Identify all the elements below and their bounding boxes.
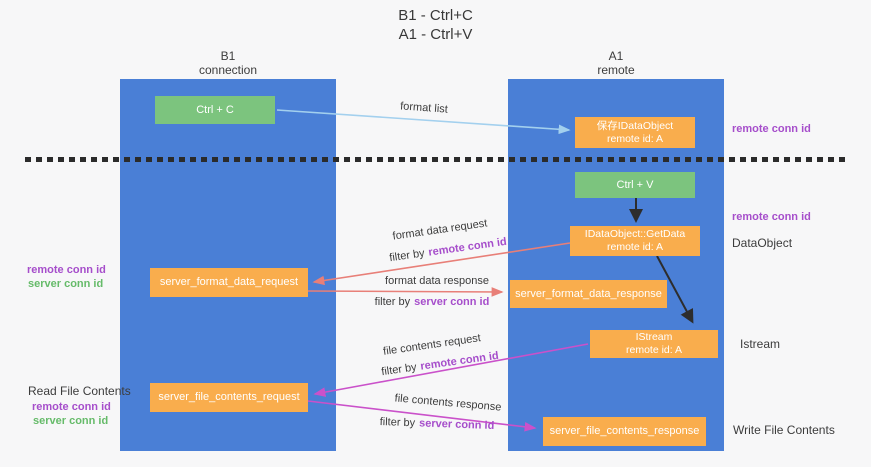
filter-by-text: filter by: [374, 296, 411, 308]
label-server-conn-id-left-mid: server conn id: [28, 278, 104, 290]
node-ctrl-v-label: Ctrl + V: [616, 178, 654, 191]
node-istream: IStream remote id: A: [590, 330, 718, 358]
lane-b1-header: B1 connection: [199, 49, 257, 77]
node-ctrl-v: Ctrl + V: [575, 172, 695, 198]
title-line-1: B1 - Ctrl+C: [398, 7, 473, 24]
label-istream-right: Istream: [740, 337, 781, 351]
node-save-idataobject-line2: remote id: A: [606, 132, 664, 145]
node-ctrl-c-label: Ctrl + C: [196, 103, 234, 116]
filter-server-conn-id: server conn id: [418, 417, 495, 432]
node-getdata-line2: remote id: A: [606, 241, 664, 253]
label-remote-conn-id-right: remote conn id: [732, 211, 811, 223]
label-format-data-request: format data request: [391, 217, 489, 243]
label-file-contents-response: file contents response: [394, 392, 502, 414]
node-file-request-label: server_file_contents_request: [158, 391, 300, 403]
lane-b1-header-line2: connection: [198, 63, 258, 77]
node-server-file-contents-response: server_file_contents_response: [543, 417, 706, 446]
label-format-list: format list: [399, 100, 449, 116]
diagram-title: B1 - Ctrl+C A1 - Ctrl+V: [0, 6, 871, 44]
filter-by-text: filter by: [379, 416, 416, 430]
edge-format-data-response: [307, 287, 504, 297]
label-format-data-response: format data response: [385, 275, 489, 287]
node-idataobject-getdata: IDataObject::GetData remote id: A: [570, 226, 700, 256]
node-format-request-label: server_format_data_request: [159, 276, 299, 288]
label-remote-conn-id-left-bottom: remote conn id: [32, 401, 111, 413]
label-write-file-contents: Write File Contents: [733, 423, 835, 437]
node-save-idataobject-line1: 保存IDataObject: [596, 119, 674, 132]
node-getdata-line1: IDataObject::GetData: [584, 228, 686, 240]
node-istream-line1: IStream: [635, 331, 673, 343]
phase-separator-line: [25, 157, 845, 162]
label-remote-conn-id-left-mid: remote conn id: [27, 264, 106, 276]
node-save-idataobject: 保存IDataObject remote id: A: [575, 117, 695, 148]
label-dataobject: DataObject: [732, 236, 793, 250]
lane-b1-header-line1: B1: [220, 49, 236, 63]
label-server-conn-id-left-bottom: server conn id: [33, 415, 109, 427]
label-read-file-contents: Read File Contents: [28, 384, 131, 398]
node-file-response-label: server_file_contents_response: [549, 425, 700, 437]
filter-server-conn-id: server conn id: [414, 296, 490, 308]
lane-a1-header-line1: A1: [608, 49, 624, 63]
node-ctrl-c: Ctrl + C: [155, 96, 275, 124]
filter-by-text: filter by: [380, 361, 418, 379]
node-istream-line2: remote id: A: [625, 344, 683, 356]
filter-remote-conn-id: remote conn id: [427, 235, 508, 259]
filter-remote-conn-id: remote conn id: [419, 349, 500, 373]
node-server-format-data-response: server_format_data_response: [510, 280, 667, 308]
title-line-2: A1 - Ctrl+V: [398, 26, 473, 43]
node-server-file-contents-request: server_file_contents_request: [150, 383, 308, 412]
label-remote-conn-id-top-right: remote conn id: [732, 123, 811, 135]
filter-by-text: filter by: [388, 247, 426, 265]
node-server-format-data-request: server_format_data_request: [150, 268, 308, 297]
lane-a1-header-line2: remote: [597, 63, 635, 77]
node-format-response-label: server_format_data_response: [515, 287, 662, 300]
lane-a1-header: A1 remote: [597, 49, 634, 77]
